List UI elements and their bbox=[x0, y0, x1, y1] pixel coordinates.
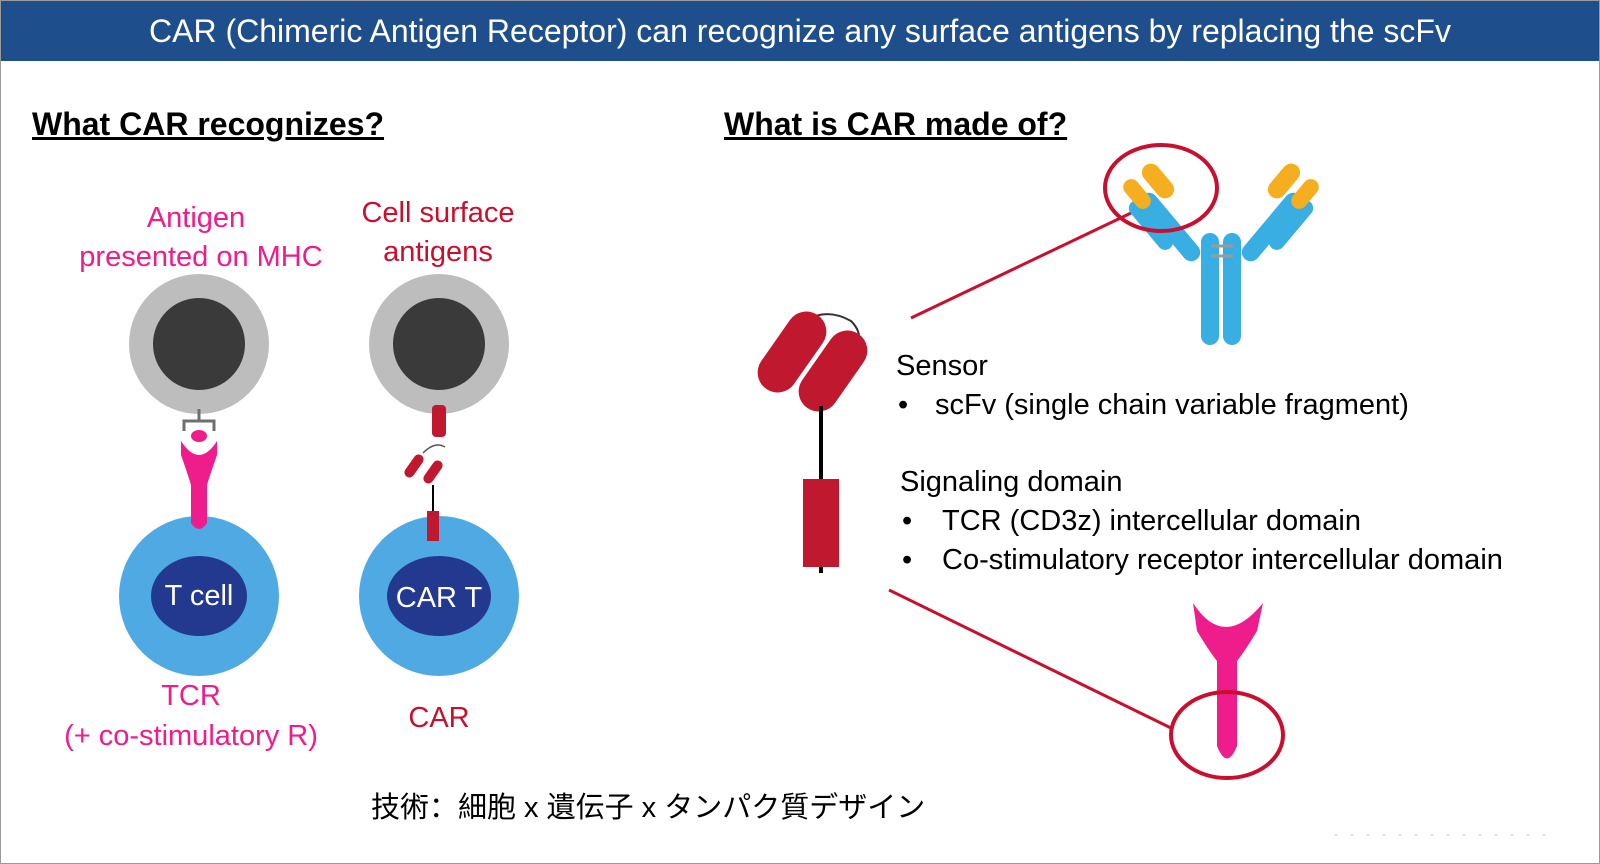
car-antigen-label-line1: Cell surface bbox=[361, 197, 515, 229]
callout-line-antibody bbox=[910, 211, 1132, 320]
sensor-title: Sensor bbox=[896, 350, 988, 382]
footer-text: 技術：細胞 x 遺伝子 x タンパク質デザイン bbox=[371, 792, 926, 824]
signaling-title: Signaling domain bbox=[900, 466, 1123, 498]
signaling-bullet-1: • TCR (CD3z) intercellular domain bbox=[902, 504, 1361, 539]
car-t-cell bbox=[359, 516, 519, 676]
tcr-receptor-icon bbox=[181, 441, 217, 529]
signaling-domain-icon bbox=[803, 479, 839, 567]
tcr-antigen-label-line1: Antigen bbox=[146, 202, 246, 234]
tcr-antigen-label-line2: presented on MHC bbox=[79, 241, 323, 273]
tcr-caption-line1: TCR bbox=[161, 680, 221, 712]
tcr-caption-line2: (+ co-stimulatory R) bbox=[64, 720, 318, 752]
sensor-item-1: scFv (single chain variable fragment) bbox=[935, 389, 1409, 421]
car-t-cell-nucleus bbox=[387, 556, 491, 636]
scfv-domain-2-icon bbox=[798, 330, 868, 412]
tcr-target-cell-nucleus bbox=[153, 298, 245, 390]
t-cell-label: T cell bbox=[164, 580, 234, 612]
scfv-highlight-circle bbox=[1103, 143, 1219, 233]
right-heading: What is CAR made of? bbox=[724, 106, 1068, 142]
car-target-cell-nucleus bbox=[393, 298, 485, 390]
car-target-cell bbox=[369, 274, 509, 414]
antibody-icon bbox=[1123, 163, 1319, 345]
signaling-item-2: Co-stimulatory receptor intercellular do… bbox=[942, 544, 1503, 576]
surface-antigen-icon bbox=[432, 405, 446, 437]
large-tcr-icon bbox=[1193, 603, 1263, 759]
tcr-highlight-circle bbox=[1169, 690, 1285, 780]
bullet-icon: • bbox=[898, 389, 909, 421]
signaling-item-1: TCR (CD3z) intercellular domain bbox=[942, 505, 1361, 537]
mhc-icon bbox=[182, 409, 216, 431]
tcr-target-cell bbox=[129, 274, 269, 414]
t-cell bbox=[119, 516, 279, 676]
t-cell-nucleus bbox=[151, 556, 247, 636]
car-antigen-label-line2: antigens bbox=[383, 236, 493, 268]
title-bar: CAR (Chimeric Antigen Receptor) can reco… bbox=[1, 1, 1599, 61]
car-t-label: CAR T bbox=[395, 582, 483, 614]
bullet-icon: • bbox=[902, 544, 913, 576]
scfv-domain-1-icon bbox=[757, 311, 827, 393]
signaling-bullet-2: • Co-stimulatory receptor intercellular d… bbox=[902, 543, 1503, 578]
antigen-peptide-icon bbox=[191, 430, 207, 442]
bullet-icon: • bbox=[902, 505, 913, 537]
callout-line-tcr bbox=[888, 588, 1174, 731]
car-construct-icon bbox=[757, 311, 868, 573]
left-heading: What CAR recognizes? bbox=[32, 106, 385, 142]
sensor-bullet-1: • scFv (single chain variable fragment) bbox=[898, 388, 1409, 423]
small-car-receptor-icon bbox=[404, 444, 446, 541]
car-caption: CAR bbox=[408, 702, 470, 734]
